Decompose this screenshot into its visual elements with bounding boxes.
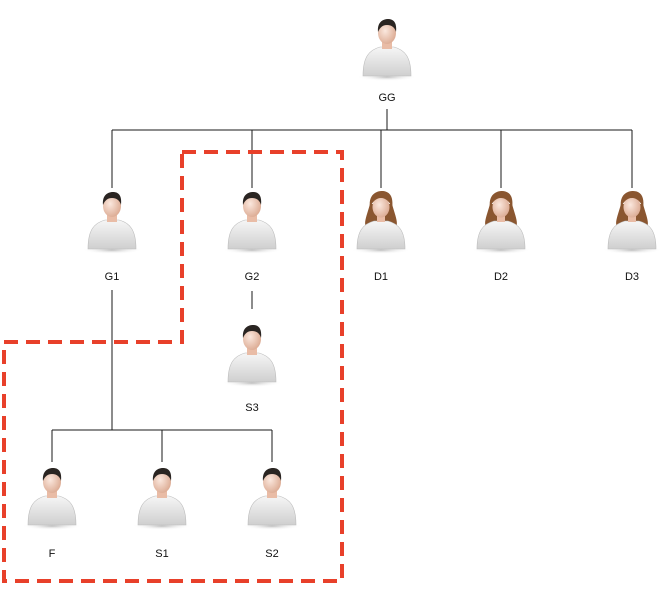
node-s2: S2 [241, 467, 303, 560]
node-label: D1 [374, 271, 388, 283]
node-d1: D1 [350, 190, 412, 283]
node-label: G1 [105, 271, 120, 283]
node-label: D3 [625, 271, 639, 283]
node-label: G2 [245, 271, 260, 283]
node-s1: S1 [131, 467, 193, 560]
node-g1: G1 [81, 191, 143, 283]
tree-connectors [51, 109, 633, 462]
node-label: GG [378, 92, 395, 104]
male-person-icon [81, 191, 143, 255]
male-person-icon [221, 324, 283, 388]
node-label: D2 [494, 271, 508, 283]
male-person-icon [356, 18, 418, 82]
female-person-icon [350, 190, 412, 255]
node-f: F [21, 467, 83, 560]
male-person-icon [21, 467, 83, 531]
male-person-icon [131, 467, 193, 531]
node-label: F [49, 548, 56, 560]
female-person-icon [470, 190, 532, 255]
node-label: S2 [265, 548, 278, 560]
node-d3: D3 [601, 190, 663, 283]
node-gg: GG [356, 18, 418, 104]
highlight-region [2, 150, 344, 583]
node-label: S1 [155, 548, 168, 560]
node-d2: D2 [470, 190, 532, 283]
male-person-icon [241, 467, 303, 531]
node-g2: G2 [221, 191, 283, 283]
male-person-icon [221, 191, 283, 255]
female-person-icon [601, 190, 663, 255]
node-s3: S3 [221, 324, 283, 414]
node-label: S3 [245, 402, 258, 414]
